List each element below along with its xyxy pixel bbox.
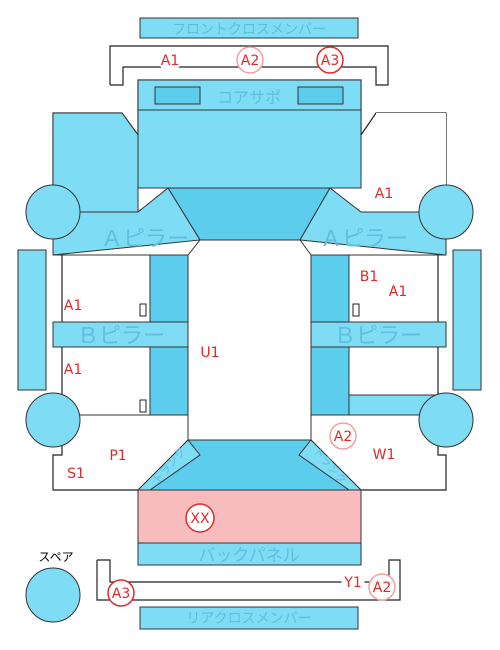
front-a3-mark[interactable] [316,46,344,74]
front-cross-member[interactable] [139,17,359,39]
spare-tire[interactable] [25,567,81,623]
front-bracket [109,45,389,86]
door-handle-left-rear [139,399,147,413]
rear-a3-label: A3 [112,586,130,602]
right-w1-label: W1 [373,447,396,463]
rear-cross-member[interactable] [139,606,359,630]
rear-y1-label: Y1 [343,575,361,591]
headlight-left[interactable] [154,86,201,105]
spare-label: スペア [38,550,73,564]
front-fender-right-bg [376,113,446,190]
left-a1-top-label: A1 [64,298,82,314]
front-a2-mark[interactable] [236,46,264,74]
rear-y1-mark[interactable] [341,570,365,594]
right-b1-label: B1 [360,269,379,285]
headlight-right[interactable] [297,86,344,105]
right-a1-top-label: A1 [375,186,393,202]
rear-xx-label: XX [190,511,210,527]
front-a1-label: A1 [161,53,179,69]
rear-a2-mark[interactable] [368,573,396,601]
front-cross-member-label: フロントクロスメンバー [172,22,326,38]
front-a1-mark[interactable] [158,48,182,72]
a-pillar-left-label: Ａピラー [101,227,189,252]
side-skirt-left[interactable] [17,249,47,391]
b-pillar-left-label: Ｂピラー [77,324,165,349]
side-skirt-right[interactable] [452,249,482,391]
trunk-lid[interactable] [137,489,362,544]
rear-a2-label: A2 [373,580,391,596]
rear-xx-mark[interactable] [185,503,215,533]
left-p1-label: P1 [109,448,126,464]
b-pillar-right-label: Ｂピラー [334,324,422,349]
rear-cross-member-label: リアクロスメンバー [186,611,311,627]
door-handle-right-front [352,303,360,317]
wheel-front-left[interactable] [25,184,81,240]
b-pillar-right[interactable] [310,321,447,348]
wheel-front-right[interactable] [418,184,474,240]
a-pillar-right-label: Ａピラー [320,227,408,252]
a-pillar-left[interactable] [52,187,201,256]
b-pillar-left[interactable] [52,321,189,348]
wheel-rear-right[interactable] [418,392,474,448]
left-s1-label: S1 [67,466,85,482]
rear-bracket [96,559,401,601]
core-support-label: コアサポ [217,88,281,107]
back-panel[interactable] [137,542,362,566]
front-a3-label: A3 [321,53,339,69]
door-handle-left-front [139,303,147,317]
rear-a3-mark[interactable] [107,579,135,607]
hood[interactable] [137,109,362,189]
left-a1-bottom-label: A1 [64,362,82,378]
back-panel-label: バックパネル [198,546,299,566]
center-u1-label: U1 [200,345,219,361]
front-a2-label: A2 [241,53,259,69]
roof[interactable] [187,239,312,441]
right-a2-mark[interactable] [329,422,357,450]
right-a1-mid-label: A1 [389,284,407,300]
right-a2-label: A2 [334,429,352,445]
wheel-rear-left[interactable] [25,392,81,448]
